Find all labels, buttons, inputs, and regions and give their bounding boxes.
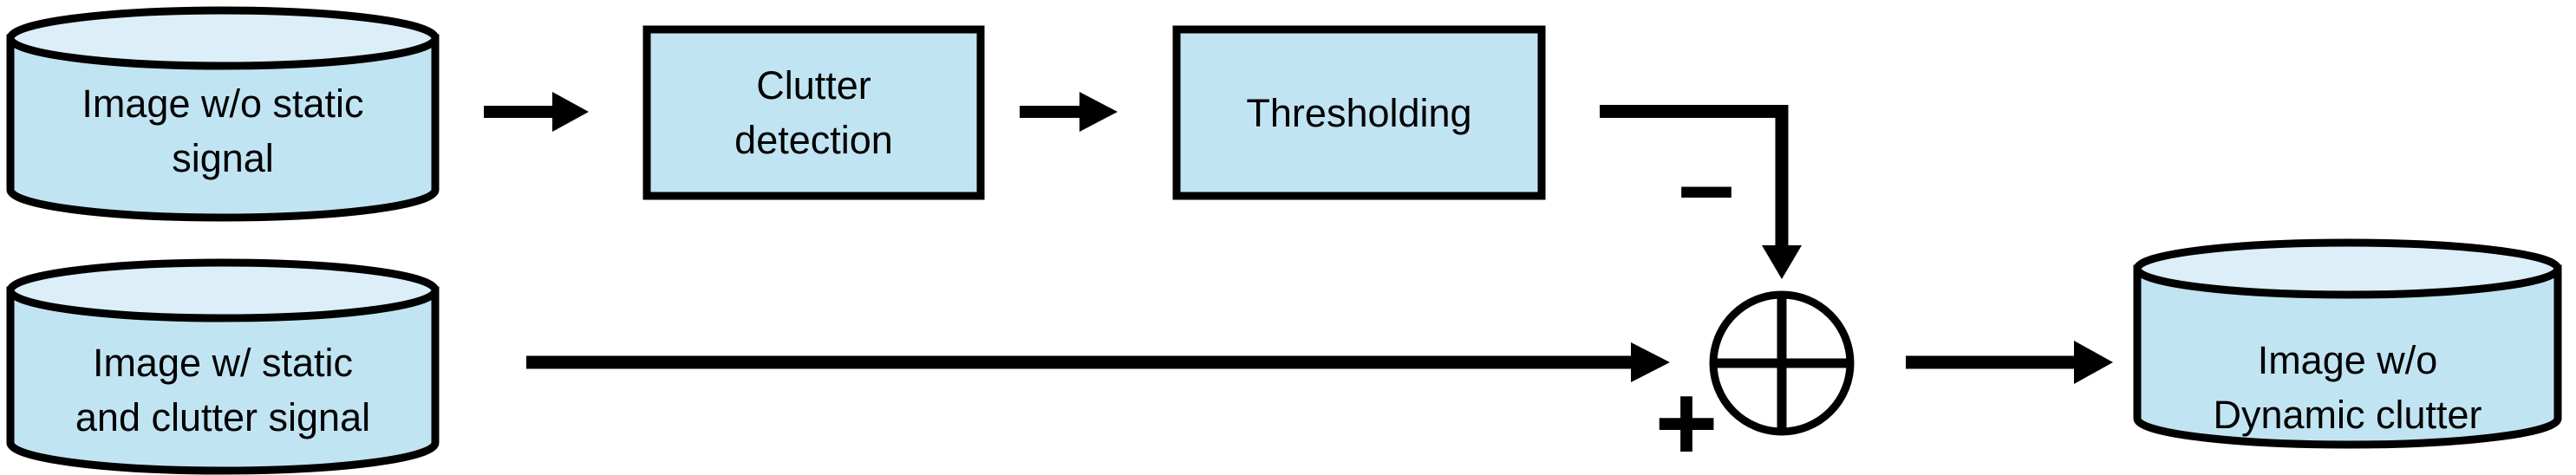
arrow-head-icon (1762, 245, 1802, 279)
cylinder-image-w-static-and-clutter (6, 258, 440, 475)
box-clutter-detection (642, 25, 985, 200)
box-thresholding (1172, 25, 1546, 200)
arrow-static-to-sum (526, 342, 1670, 382)
arrow-head-icon (2074, 341, 2113, 384)
cylinder-top (6, 6, 440, 70)
arrow-head-icon (552, 92, 589, 132)
arrow-thresholding-to-sum (1600, 105, 1802, 279)
cylinder-top (2133, 238, 2562, 299)
cylinder-body (6, 34, 440, 222)
cylinder-top (6, 258, 440, 322)
arrow-to-clutter-detection (484, 92, 589, 132)
arrow-elbow-shaft (1600, 105, 1789, 247)
arrow-head-icon (1631, 342, 1670, 382)
cylinder-image-wo-static-signal (6, 6, 440, 222)
cylinder-body (6, 286, 440, 475)
cylinder-image-wo-dynamic-clutter (2133, 238, 2562, 449)
summing-junction (1709, 290, 1855, 436)
arrow-head-icon (1079, 92, 1118, 132)
arrow-to-thresholding (1020, 92, 1118, 132)
arrow-sum-to-output (1906, 341, 2113, 384)
cylinder-body (2133, 264, 2562, 449)
